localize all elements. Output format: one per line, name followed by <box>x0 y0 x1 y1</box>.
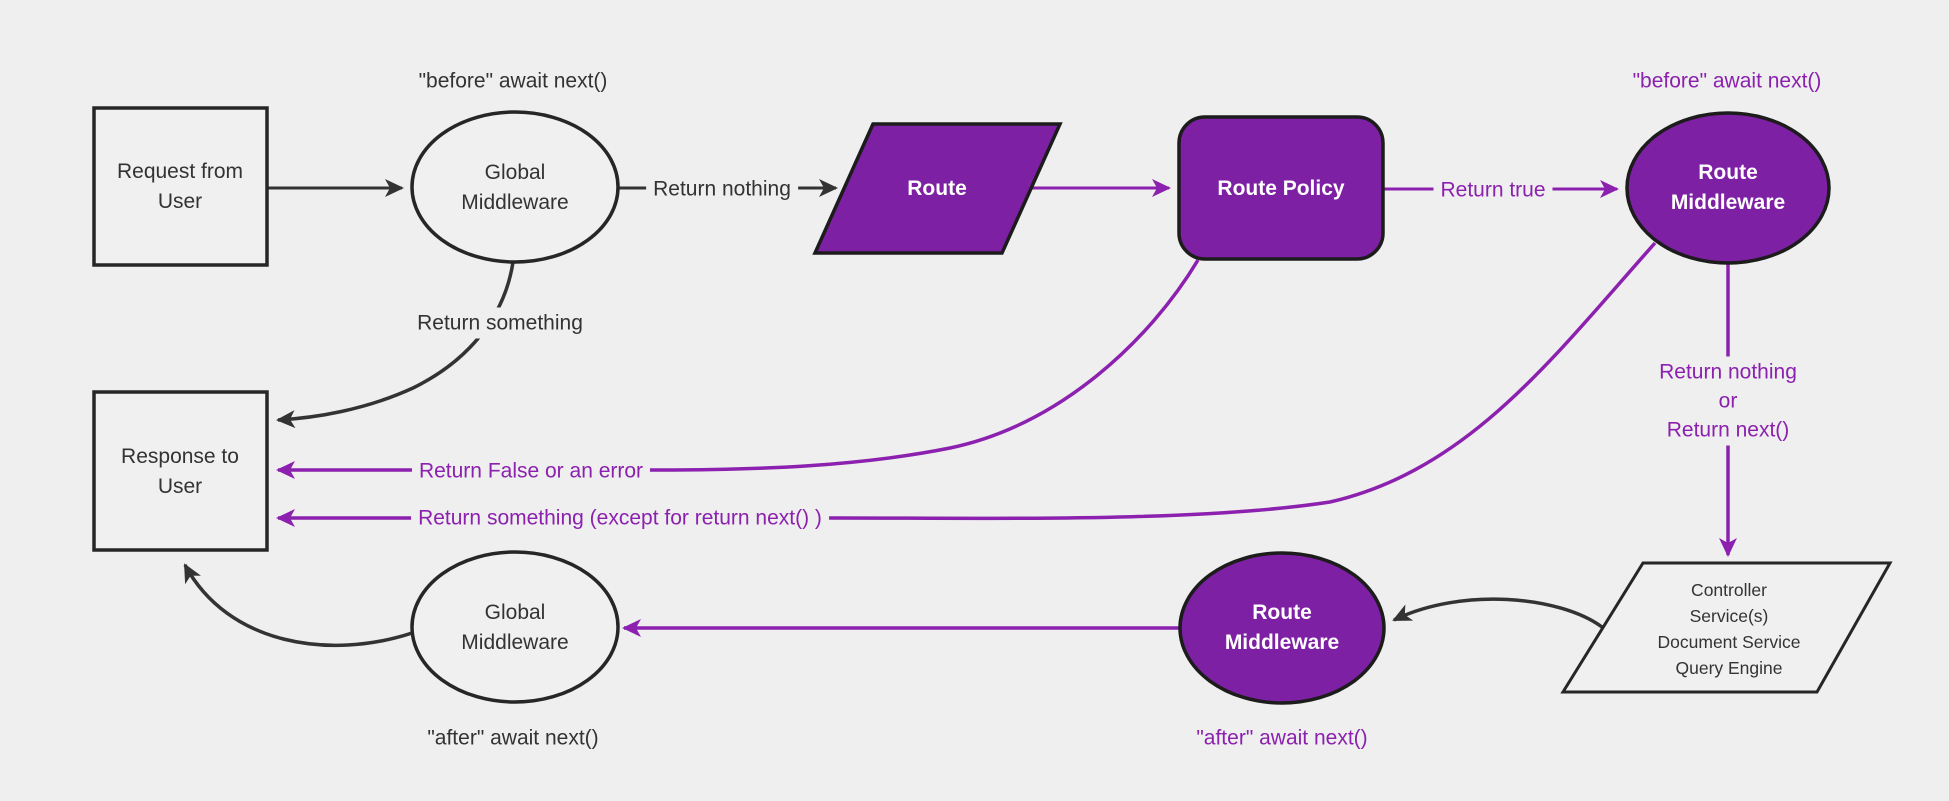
edge-global-middleware-return-something-to-response <box>276 261 515 429</box>
node-route-policy-shape <box>1177 115 1385 261</box>
node-request-shape <box>92 106 269 267</box>
edge-global-middleware-bottom-to-response <box>183 563 413 648</box>
label-before-await-next-route: "before" await next() <box>1632 69 1822 93</box>
node-route-middleware-bottom-label: Route Middleware <box>1224 601 1340 654</box>
label-return-something-except: Return something (except for return next… <box>411 502 829 534</box>
label-return-nothing: Return nothing <box>646 173 798 205</box>
node-controller-label: Controller Service(s) Document Service Q… <box>1657 580 1801 678</box>
node-global-middleware-top-shape <box>410 110 620 264</box>
edge-route-middleware-return-something-to-response <box>276 241 1657 527</box>
label-return-nothing-or-return-next: Return nothing or Return next() <box>1652 356 1804 446</box>
node-response-shape <box>92 390 269 552</box>
node-controller-shape <box>1560 561 1893 694</box>
node-global-middleware-top-label: Global Middleware <box>461 161 569 214</box>
node-global-middleware-bottom-label: Global Middleware <box>461 601 569 654</box>
node-response-label: Response to User <box>121 445 239 498</box>
node-global-middleware-bottom-shape <box>410 550 620 704</box>
label-after-await-next-global: "after" await next() <box>427 726 599 750</box>
edge-route-policy-return-false-to-response <box>276 259 1200 479</box>
label-return-true: Return true <box>1433 174 1553 206</box>
label-before-await-next-global: "before" await next() <box>418 69 608 93</box>
node-route-shape <box>812 122 1063 255</box>
label-return-something: Return something <box>410 307 590 339</box>
node-route-middleware-bottom-shape <box>1178 551 1386 705</box>
node-route-label: Route <box>907 177 967 200</box>
node-request-label: Request from User <box>116 160 244 213</box>
node-route-middleware-top-label: Route Middleware <box>1670 161 1786 214</box>
node-route-middleware-top-shape <box>1625 111 1831 265</box>
edge-controller-to-route-middleware-bottom <box>1392 597 1604 629</box>
label-return-false-or-error: Return False or an error <box>411 455 651 487</box>
label-after-await-next-route: "after" await next() <box>1196 726 1368 750</box>
node-route-policy-label: Route Policy <box>1217 177 1345 200</box>
